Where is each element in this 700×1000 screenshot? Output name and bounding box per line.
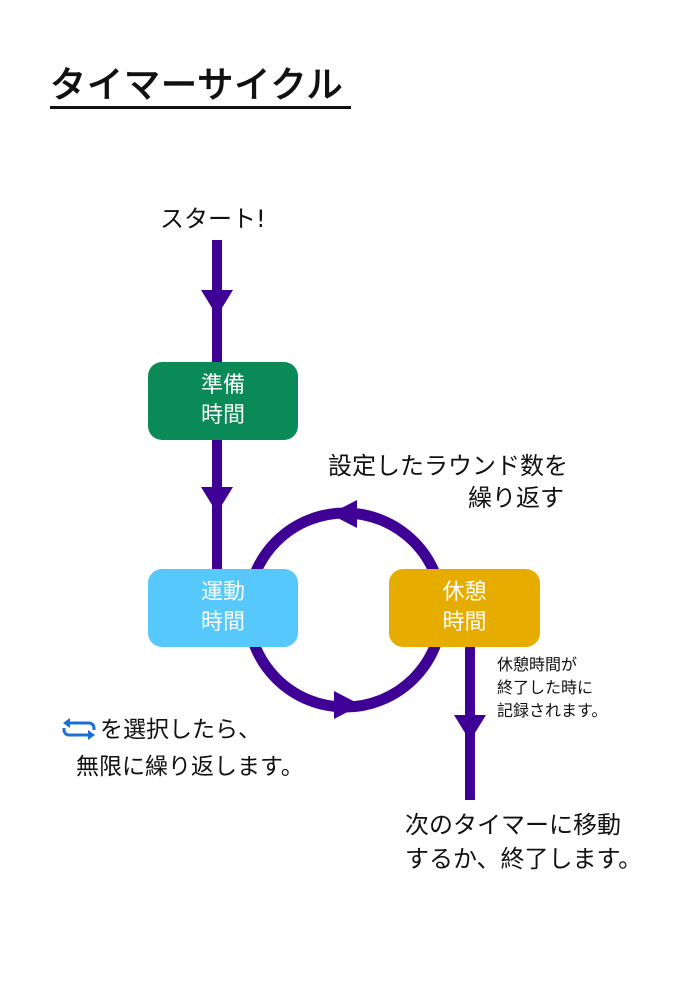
loop-note-line2: 無限に繰り返します。 (76, 754, 304, 780)
repeat-icon (60, 716, 98, 750)
rest-note-line2: 終了した時に (497, 678, 594, 697)
loop-note-line1: を選択したら、 (100, 717, 261, 743)
loop-note: を選択したら、 無限に繰り返します。 (60, 713, 304, 784)
loop-arrow-bottom (334, 691, 361, 719)
exercise-label-line2: 時間 (200, 610, 245, 635)
repeat-note: 設定したラウンド数を 繰り返す (328, 450, 568, 514)
rest-note: 休憩時間が 終了した時に 記録されます。 (497, 653, 607, 722)
start-label: スタート! (160, 205, 266, 233)
page-title: タイマーサイクル (50, 66, 352, 109)
arrow-down-1 (201, 290, 233, 316)
next-note-line1: 次のタイマーに移動 (405, 811, 621, 839)
rest-label-line1: 休憩 (442, 580, 487, 605)
prep-label-line1: 準備 (200, 373, 245, 398)
rest-note-line3: 記録されます。 (497, 701, 608, 720)
prep-label-line2: 時間 (200, 403, 245, 428)
next-note-line2: するか、終了します。 (405, 845, 643, 873)
next-note: 次のタイマーに移動 するか、終了します。 (405, 808, 642, 876)
loop-arrow-top (330, 500, 357, 528)
exercise-time-box: 運動 時間 (148, 569, 298, 647)
prep-time-box: 準備 時間 (148, 362, 298, 440)
exercise-label-line1: 運動 (200, 580, 245, 605)
repeat-note-line2: 繰り返す (468, 484, 564, 512)
rest-label-line2: 時間 (442, 610, 487, 635)
arrow-down-2 (201, 487, 233, 513)
rest-note-line1: 休憩時間が (497, 655, 578, 674)
repeat-note-line1: 設定したラウンド数を (328, 452, 568, 480)
arrow-down-exit (454, 715, 486, 741)
rest-time-box: 休憩 時間 (389, 569, 540, 647)
